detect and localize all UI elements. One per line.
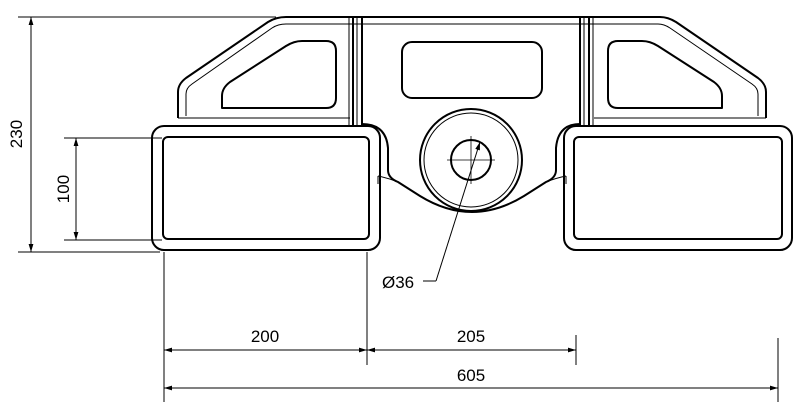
dim-overall-height: 230 xyxy=(7,16,276,253)
left-pad xyxy=(151,125,381,251)
right-pad xyxy=(563,125,793,251)
dim-bottom: 200 205 605 xyxy=(163,252,779,402)
frame-inner-edge xyxy=(185,23,759,116)
frame-outline xyxy=(177,16,767,118)
left-window-cutout xyxy=(221,40,337,109)
hole-diameter-label: Ø36 xyxy=(382,273,414,292)
pad-gap-label: 205 xyxy=(457,327,485,346)
pad-width-label: 200 xyxy=(251,327,279,346)
leader-line xyxy=(435,141,481,282)
right-window-cutout xyxy=(607,40,723,109)
boss-outer-circle xyxy=(419,108,523,212)
right-pad-inner xyxy=(573,136,783,240)
dim-hole-diameter: Ø36 xyxy=(382,141,481,292)
overall-height-label: 230 xyxy=(7,120,26,148)
boss-inner-circle xyxy=(423,112,519,208)
pad-height-label: 100 xyxy=(54,175,73,203)
left-pad-inner xyxy=(162,136,370,240)
dim-pad-height: 100 xyxy=(54,137,162,241)
right-pad-outer xyxy=(563,125,793,251)
frame-body xyxy=(177,16,767,213)
center-slot xyxy=(401,41,543,99)
left-pad-outer xyxy=(151,125,381,251)
overall-width-label: 605 xyxy=(457,366,485,385)
